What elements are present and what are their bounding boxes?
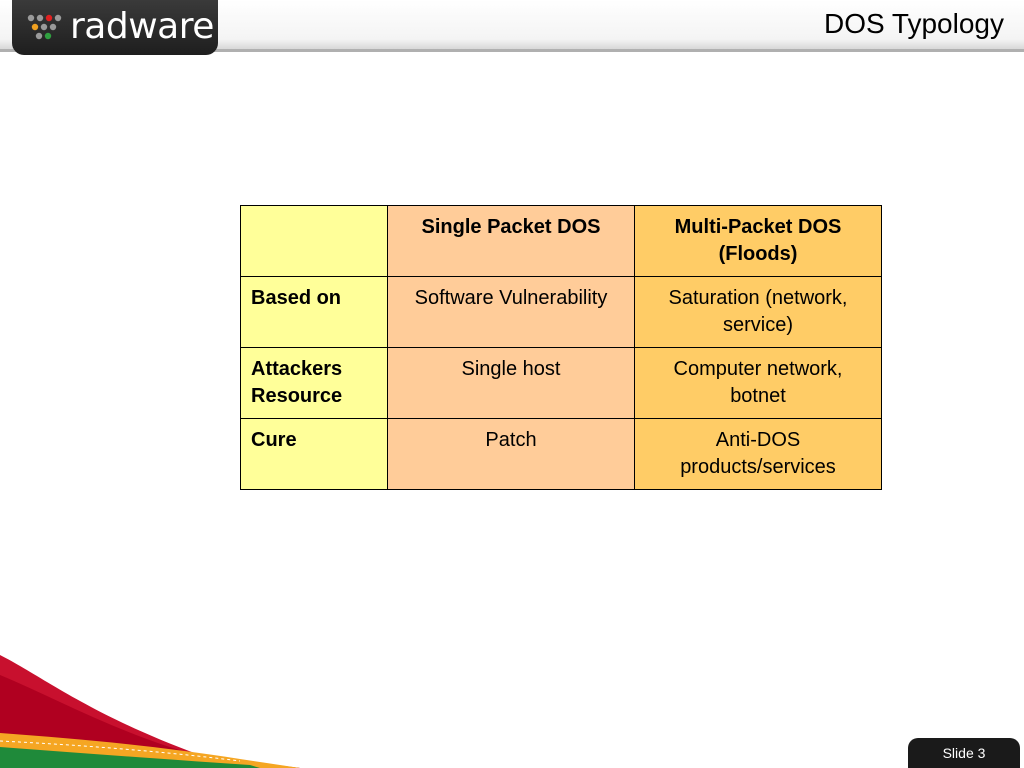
logo-wordmark: radware — [70, 6, 214, 47]
header-cell-single-packet: Single Packet DOS — [387, 205, 635, 277]
dos-typology-table: Single Packet DOS Multi-Packet DOS (Floo… — [240, 205, 882, 490]
table-row: Cure Patch Anti-DOS products/services — [240, 418, 882, 490]
multi-packet-cell: Anti-DOS products/services — [634, 418, 882, 490]
page-title: DOS Typology — [823, 8, 1004, 39]
row-label: Cure — [240, 418, 388, 490]
header-cell-empty — [240, 205, 388, 277]
header-cell-multi-packet: Multi-Packet DOS (Floods) — [634, 205, 882, 277]
table-header-row: Single Packet DOS Multi-Packet DOS (Floo… — [240, 205, 882, 277]
table-row: Based on Software Vulnerability Saturati… — [240, 276, 882, 348]
single-packet-cell: Single host — [387, 347, 635, 419]
single-packet-cell: Software Vulnerability — [387, 276, 635, 348]
table-row: Attackers Resource Single host Computer … — [240, 347, 882, 419]
decorative-swoosh — [0, 655, 300, 768]
multi-packet-cell: Saturation (network, service) — [634, 276, 882, 348]
radware-logo: radware — [12, 0, 218, 55]
row-label: Based on — [240, 276, 388, 348]
slide-number: Slide 3 — [908, 738, 1020, 768]
logo-dots-icon — [27, 14, 62, 40]
multi-packet-cell: Computer network, botnet — [634, 347, 882, 419]
row-label: Attackers Resource — [240, 347, 388, 419]
single-packet-cell: Patch — [387, 418, 635, 490]
